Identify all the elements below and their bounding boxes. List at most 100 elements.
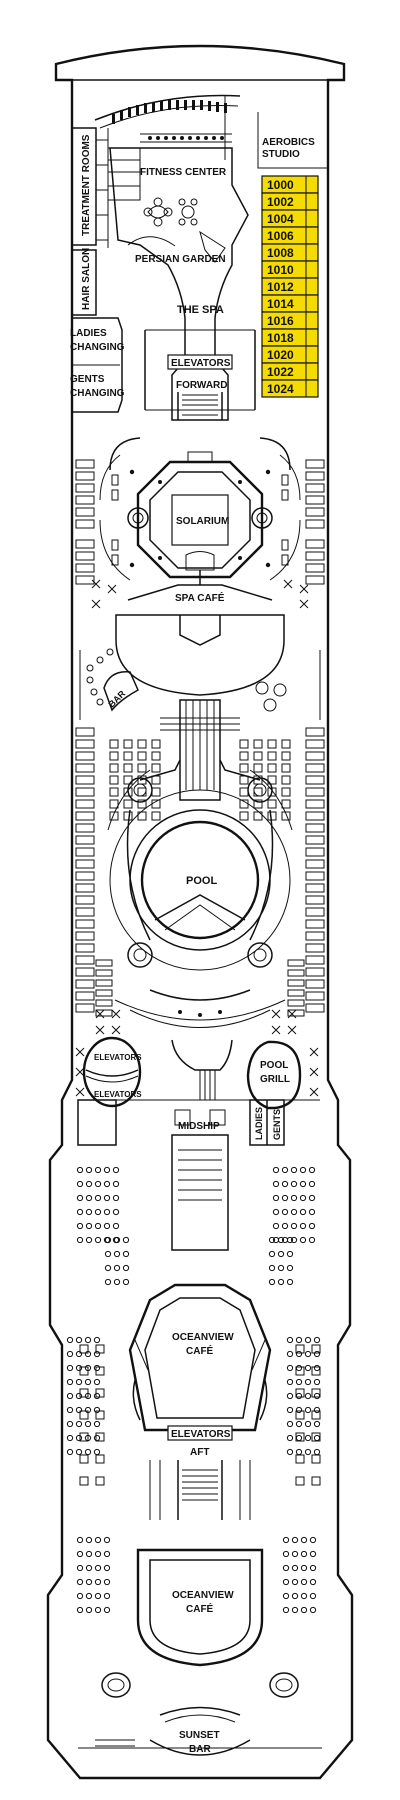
the-spa-label: THE SPA	[177, 304, 224, 316]
dining-seat	[103, 1208, 111, 1216]
lounger	[109, 775, 119, 785]
lounger	[123, 811, 133, 821]
pool-label: POOL	[186, 875, 217, 887]
dining-seat	[93, 1336, 101, 1344]
dining-seat	[113, 1250, 121, 1258]
lounger	[75, 871, 95, 881]
dining-seat	[85, 1166, 93, 1174]
dining-seat	[282, 1536, 290, 1544]
dining-seat	[313, 1392, 321, 1400]
lounger	[151, 811, 161, 821]
lounger	[123, 763, 133, 773]
dining-seat	[313, 1406, 321, 1414]
dining-seat	[76, 1592, 84, 1600]
spa-core	[109, 147, 256, 421]
lounger	[305, 727, 325, 737]
lounger	[239, 811, 249, 821]
lounger	[281, 799, 291, 809]
dining-seat	[309, 1578, 317, 1586]
dining-table	[311, 1476, 321, 1486]
cabin-number-1004: 1004	[267, 212, 294, 226]
lounger	[305, 811, 325, 821]
lounger	[123, 739, 133, 749]
lounger	[281, 787, 291, 797]
pool-area	[75, 699, 325, 1028]
dining-seat	[94, 1194, 102, 1202]
midship-label: MIDSHIP	[178, 1121, 220, 1132]
lounger	[151, 763, 161, 773]
dining-seat	[291, 1592, 299, 1600]
dining-seat	[113, 1264, 121, 1272]
dining-seat	[112, 1222, 120, 1230]
dining-seat	[299, 1236, 307, 1244]
dining-seat	[94, 1592, 102, 1600]
dining-seat	[104, 1264, 112, 1272]
dining-seat	[66, 1434, 74, 1442]
dining-seat	[94, 1536, 102, 1544]
lounger	[287, 989, 305, 997]
dining-seat	[93, 1392, 101, 1400]
dining-seat	[295, 1434, 303, 1442]
dining-seat	[304, 1448, 312, 1456]
dining-seat	[94, 1208, 102, 1216]
lounger	[305, 739, 325, 749]
dining-seat	[66, 1350, 74, 1358]
cabin-1024[interactable]	[261, 379, 319, 398]
dining-seat	[282, 1550, 290, 1558]
lounger	[305, 799, 325, 809]
dining-table	[311, 1454, 321, 1464]
lounger	[239, 739, 249, 749]
dining-seat	[113, 1278, 121, 1286]
lounger	[305, 763, 325, 773]
dining-seat	[268, 1278, 276, 1286]
dining-seat	[75, 1420, 83, 1428]
elevators-aft-label: ELEVATORS	[171, 1429, 231, 1440]
spa-cafe	[127, 570, 273, 601]
lounger	[253, 751, 263, 761]
midship	[75, 1009, 319, 1251]
lounger	[109, 751, 119, 761]
dining-seat	[94, 1180, 102, 1188]
oceanview-cafe-lower-label-1: OCEANVIEW	[172, 1590, 234, 1601]
lounger	[109, 739, 119, 749]
dining-seat	[85, 1222, 93, 1230]
dining-table	[79, 1388, 89, 1398]
lounger	[151, 751, 161, 761]
dining-seat	[304, 1406, 312, 1414]
dining-seat	[75, 1448, 83, 1456]
lounger	[281, 763, 291, 773]
dining-seat	[85, 1550, 93, 1558]
dining-seat	[93, 1420, 101, 1428]
dining-seat	[308, 1208, 316, 1216]
dining-seat	[286, 1420, 294, 1428]
spa-cafe-label: SPA CAFÉ	[175, 591, 225, 604]
lounger	[305, 979, 325, 989]
lounger	[267, 811, 277, 821]
lounger	[305, 871, 325, 881]
lounger	[305, 895, 325, 905]
dining-seat	[290, 1222, 298, 1230]
fitness-arc	[94, 94, 241, 201]
cabin-number-1018: 1018	[267, 331, 294, 345]
dining-seat	[300, 1606, 308, 1614]
dining-seat	[122, 1236, 130, 1244]
dining-seat	[93, 1364, 101, 1372]
lounger	[305, 1003, 325, 1013]
dining-seat	[103, 1564, 111, 1572]
dining-seat	[272, 1222, 280, 1230]
ladies-changing-label-1: LADIES	[70, 328, 107, 339]
dining-seat	[313, 1434, 321, 1442]
lounger	[151, 775, 161, 785]
dining-seat	[286, 1378, 294, 1386]
lounger	[253, 787, 263, 797]
dining-seat	[75, 1434, 83, 1442]
dining-seat	[84, 1420, 92, 1428]
dining-table	[295, 1366, 305, 1376]
dining-seat	[295, 1406, 303, 1414]
cabin-number-1010: 1010	[267, 263, 294, 277]
dining-seat	[93, 1448, 101, 1456]
lounger	[239, 787, 249, 797]
lounger	[287, 979, 305, 987]
dining-seat	[113, 1236, 121, 1244]
